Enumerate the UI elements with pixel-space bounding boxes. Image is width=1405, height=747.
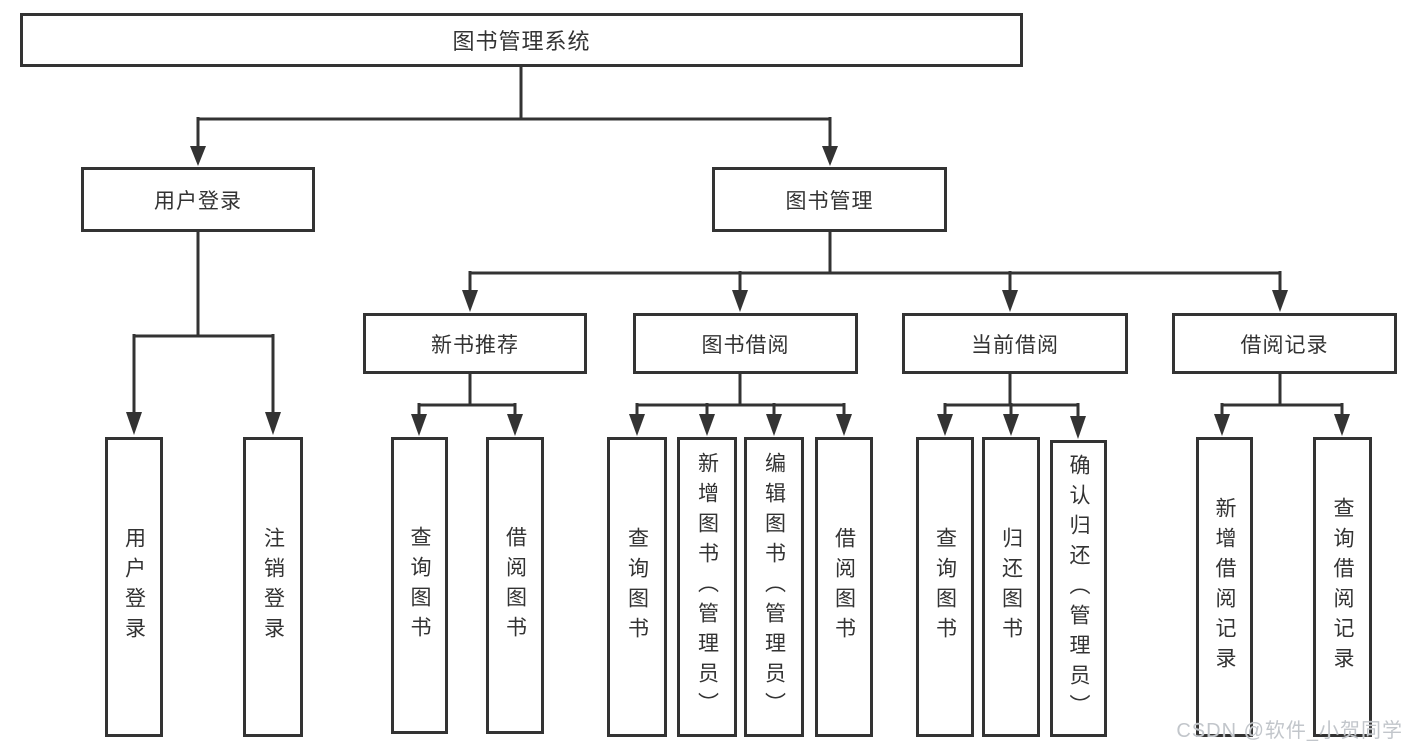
node-user-login: 用户登录	[81, 167, 315, 232]
connector-current-borrowing	[937, 374, 1086, 439]
node-return-books: 归还图书	[982, 437, 1040, 737]
connector-book-borrowing	[629, 374, 852, 436]
node-user-login-leaf: 用户登录	[105, 437, 163, 737]
node-confirm-return-admin: 确认归还（管理员）	[1050, 440, 1107, 737]
node-borrow-books-1: 借阅图书	[486, 437, 544, 734]
node-new-book-recommend-label: 新书推荐	[431, 333, 519, 357]
node-add-books-admin: 新增图书（管理员）	[677, 437, 737, 737]
node-user-login-label: 用户登录	[154, 189, 242, 213]
node-new-book-recommend: 新书推荐	[363, 313, 587, 374]
node-borrow-records: 借阅记录	[1172, 313, 1397, 374]
node-add-borrow-record: 新增借阅记录	[1196, 437, 1253, 737]
node-search-books-1: 查询图书	[391, 437, 448, 734]
node-library-system: 图书管理系统	[20, 13, 1023, 67]
node-book-management-label: 图书管理	[785, 189, 874, 213]
node-search-borrow-record: 查询借阅记录	[1313, 437, 1372, 737]
node-current-borrowing: 当前借阅	[902, 313, 1128, 374]
node-search-books-3: 查询图书	[916, 437, 974, 737]
node-current-borrowing-label: 当前借阅	[971, 333, 1059, 357]
node-library-system-label: 图书管理系统	[452, 29, 591, 54]
watermark-text: CSDN @软件_小贺同学	[1176, 720, 1403, 742]
connector-book-management	[462, 232, 1288, 312]
node-search-books-2: 查询图书	[607, 437, 667, 737]
node-edit-books-admin: 编辑图书（管理员）	[744, 437, 804, 737]
connector-borrow-records	[1214, 374, 1350, 436]
node-logout-leaf: 注销登录	[243, 437, 303, 737]
node-book-borrowing: 图书借阅	[633, 313, 858, 374]
node-book-borrowing-label: 图书借阅	[701, 333, 790, 357]
node-borrow-books-2: 借阅图书	[815, 437, 873, 737]
node-borrow-records-label: 借阅记录	[1240, 333, 1329, 357]
node-book-management: 图书管理	[712, 167, 947, 232]
connector-root	[190, 67, 838, 166]
connector-new-book-recommend	[411, 374, 523, 436]
connector-user-login	[126, 232, 281, 435]
